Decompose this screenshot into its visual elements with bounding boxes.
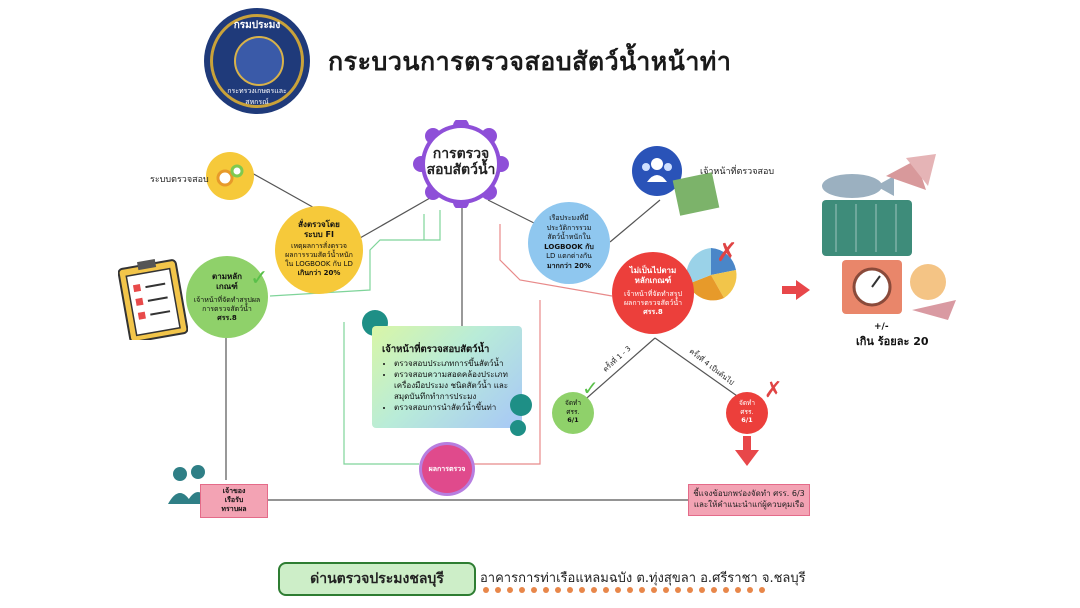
center-title-line1: การตรวจ	[432, 146, 490, 162]
non-compliant-title2: หลักเกณฑ์	[634, 276, 672, 285]
non-compliant-title1: ไม่เป็นไปตาม	[629, 266, 677, 275]
panel-item: ตรวจสอบประเภทการขึ้นสัตว์น้ำ	[394, 358, 508, 369]
arrow-down-icon	[735, 436, 759, 466]
logo-seal-icon	[234, 36, 284, 86]
compliant-title1: ตามหลัก	[212, 272, 242, 281]
panel-item: ตรวจสอบการนำสัตว์น้ำขึ้นท่า	[394, 402, 508, 413]
panel-list: ตรวจสอบประเภทการขึ้นสัตว์น้ำ ตรวจสอบความ…	[372, 358, 508, 413]
arrow-right-icon	[782, 280, 810, 300]
pie-chart-icon	[676, 240, 746, 310]
cross-icon: ✗	[716, 238, 738, 268]
red-small-text: ศรร.	[740, 407, 754, 416]
non-compliant-circle: ไม่เป็นไปตาม หลักเกณฑ์ เจ้าหน้าที่จัดทำส…	[612, 252, 694, 334]
panel-item: เครื่องมือประมง ชนิดสัตว์น้ำ และ	[394, 381, 509, 390]
history-body: มากกว่า 20%	[546, 261, 592, 270]
owner-box: เจ้าของ เรือรับ ทราบผล	[200, 484, 268, 518]
red-small-text: 6/1	[741, 416, 753, 424]
decor-dot	[510, 394, 532, 416]
green-small-text: 6/1	[567, 416, 579, 424]
checkmark-icon: ✓	[582, 376, 599, 400]
order-fi-title1: สั่งตรวจโดย	[298, 220, 340, 229]
order-fi-body: เกินกว่า 20%	[297, 269, 341, 277]
checkmark-icon: ✓	[250, 266, 269, 291]
owner-text: เจ้าของ	[222, 487, 246, 495]
compliant-body: การตรวจสัตว์น้ำ	[202, 305, 252, 313]
compliant-circle: ตามหลัก เกณฑ์ เจ้าหน้าที่จัดทำสรุปผล การ…	[186, 256, 268, 338]
history-body: ประวัติการรวม	[546, 223, 592, 232]
gears-icon	[214, 162, 246, 190]
result-label: ผลการตรวจ	[428, 465, 466, 473]
inspectors-label: เจ้าหน้าที่ตรวจสอบ	[700, 167, 775, 177]
notify-line2: และให้คำแนะนำแก่ผู้ควบคุมเรือ	[693, 500, 805, 509]
clipboard-checklist-icon	[117, 256, 189, 343]
fish-scale-illustration	[816, 150, 966, 330]
logo-bottom-text: กระทรวงเกษตรและสหกรณ์	[227, 87, 287, 106]
dotted-divider	[483, 587, 765, 593]
cross-icon: ✗	[764, 378, 783, 403]
order-fi-body: เหตุผลการสั่งตรวจ	[291, 242, 347, 250]
non-compliant-body: เจ้าหน้าที่จัดทำสรุป	[623, 290, 683, 298]
system-check-label: ระบบตรวจสอบ	[150, 175, 209, 185]
compliant-body: เจ้าหน้าที่จัดทำสรุปผล	[193, 296, 261, 304]
non-compliant-body: ศรร.8	[643, 308, 663, 316]
history-body: LOGBOOK กับ	[544, 242, 594, 251]
panel-item: ตรวจสอบความสอดคล้องประเภท	[394, 369, 508, 380]
order-fi-circle: สั่งตรวจโดย ระบบ FI เหตุผลการสั่งตรวจ ผล…	[275, 206, 363, 294]
page-title: กระบวนการตรวจสอบสัตว์น้ำหน้าท่า	[328, 47, 732, 76]
notify-line1: ชี้แจงข้อบกพร่องจัดทำ ศรร. 6/3	[693, 489, 805, 498]
red-small-circle: จัดทำ ศรร. 6/1	[726, 392, 768, 434]
order-fi-body: ใน LOGBOOK กับ LD	[285, 260, 353, 268]
compliant-body: ศรร.8	[217, 314, 237, 322]
office-name: ด่านตรวจประมงชลบุรี	[278, 562, 476, 596]
compliant-title2: เกณฑ์	[216, 282, 238, 291]
history-body: สัตว์น้ำหนักใน	[547, 233, 591, 241]
history-body: LD แตกต่างกัน	[546, 252, 592, 260]
result-circle: ผลการตรวจ	[419, 442, 475, 496]
department-logo: กรมประมง กระทรวงเกษตรและสหกรณ์	[210, 14, 304, 108]
history-circle: เรือประมงที่มี ประวัติการรวม สัตว์น้ำหนั…	[528, 202, 610, 284]
owner-text: เรือรับ	[224, 496, 244, 504]
green-small-text: ศรร.	[566, 407, 580, 416]
panel-item: สมุดบันทึกทำการประมง	[394, 392, 477, 401]
non-compliant-body: ผลการตรวจสัตว์น้ำ	[623, 299, 683, 307]
order-fi-body: ผลการรวมสัตว์น้ำหนัก	[285, 251, 353, 259]
office-address: อาคารการท่าเรือแหลมฉบัง ต.ทุ่งสุขลา อ.ศร…	[480, 571, 806, 586]
decor-dot	[510, 420, 526, 436]
center-title-line2: สอบสัตว์น้ำ	[426, 162, 496, 178]
order-fi-title2: ระบบ FI	[304, 230, 334, 239]
center-badge: การตรวจ สอบสัตว์น้ำ	[407, 118, 515, 210]
inspection-panel: เจ้าหน้าที่ตรวจสอบสัตว์น้ำ ตรวจสอบประเภท…	[372, 326, 522, 428]
people-group-icon	[642, 158, 672, 182]
notify-box: ชี้แจงข้อบกพร่องจัดทำ ศรร. 6/3 และให้คำแ…	[688, 484, 810, 516]
tolerance-text: เกิน ร้อยละ 20	[856, 335, 929, 348]
green-small-text: จัดทำ	[565, 399, 581, 407]
logo-top-text: กรมประมง	[233, 20, 281, 31]
owner-text: ทราบผล	[221, 505, 247, 513]
panel-title: เจ้าหน้าที่ตรวจสอบสัตว์น้ำ	[382, 344, 490, 355]
red-small-text: จัดทำ	[739, 399, 755, 407]
people-group-icon	[166, 462, 216, 506]
tolerance-pm: +/-	[874, 322, 889, 332]
scalloped-badge-icon	[413, 118, 509, 210]
green-small-circle: จัดทำ ศรร. 6/1	[552, 392, 594, 434]
history-body: เรือประมงที่มี	[549, 214, 589, 222]
